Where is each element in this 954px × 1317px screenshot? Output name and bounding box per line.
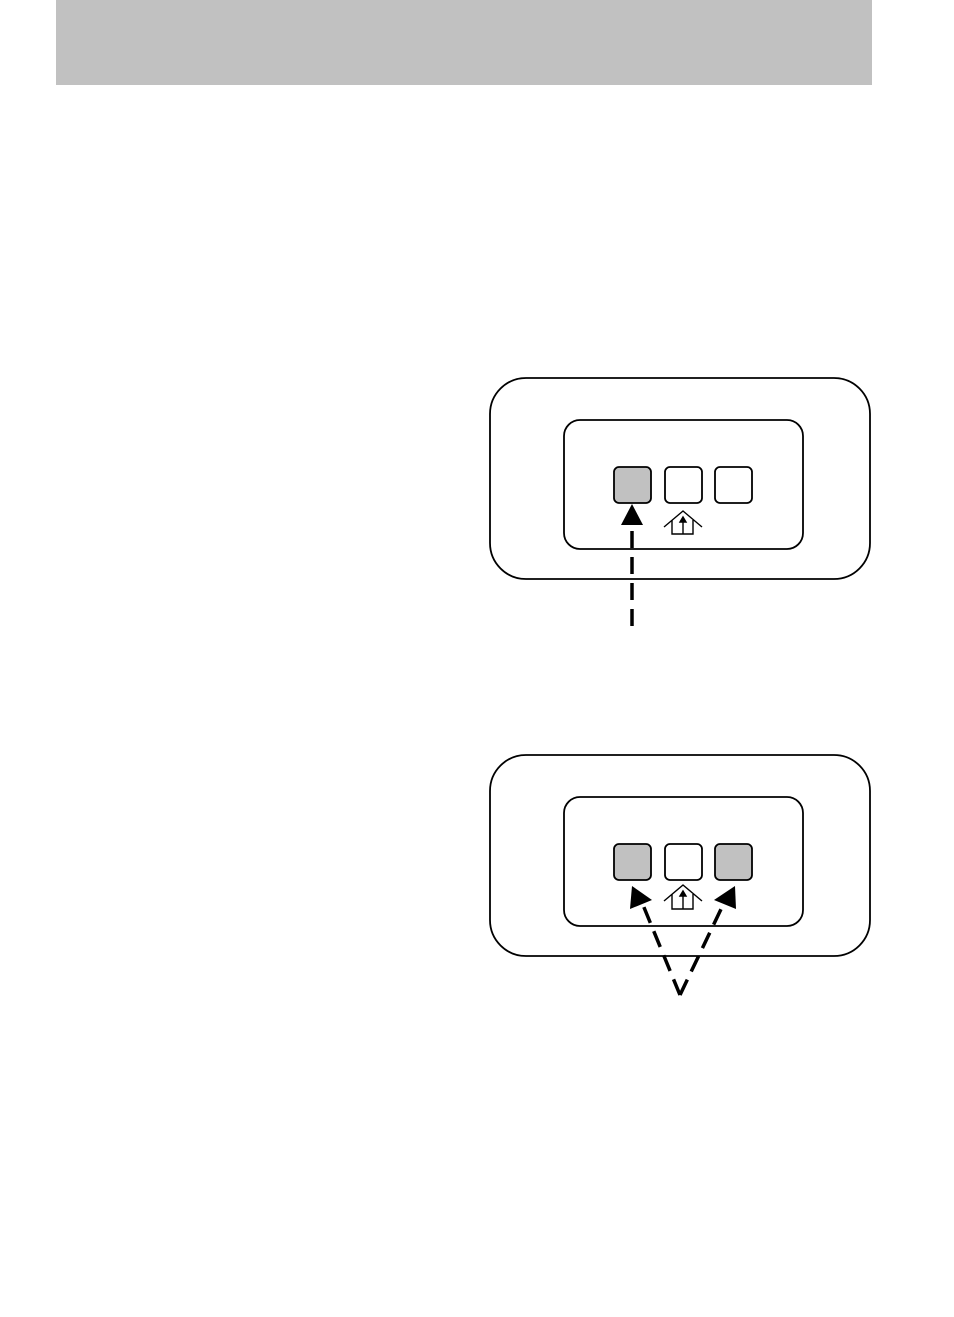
header-band xyxy=(56,0,872,85)
button-middle[interactable] xyxy=(665,844,702,880)
button-right[interactable] xyxy=(715,467,752,503)
button-left[interactable] xyxy=(614,467,651,503)
button-left[interactable] xyxy=(614,844,651,880)
button-middle[interactable] xyxy=(665,467,702,503)
diagram-press-left-button xyxy=(480,368,880,638)
diagram-press-outer-buttons xyxy=(480,745,880,1005)
button-right[interactable] xyxy=(715,844,752,880)
